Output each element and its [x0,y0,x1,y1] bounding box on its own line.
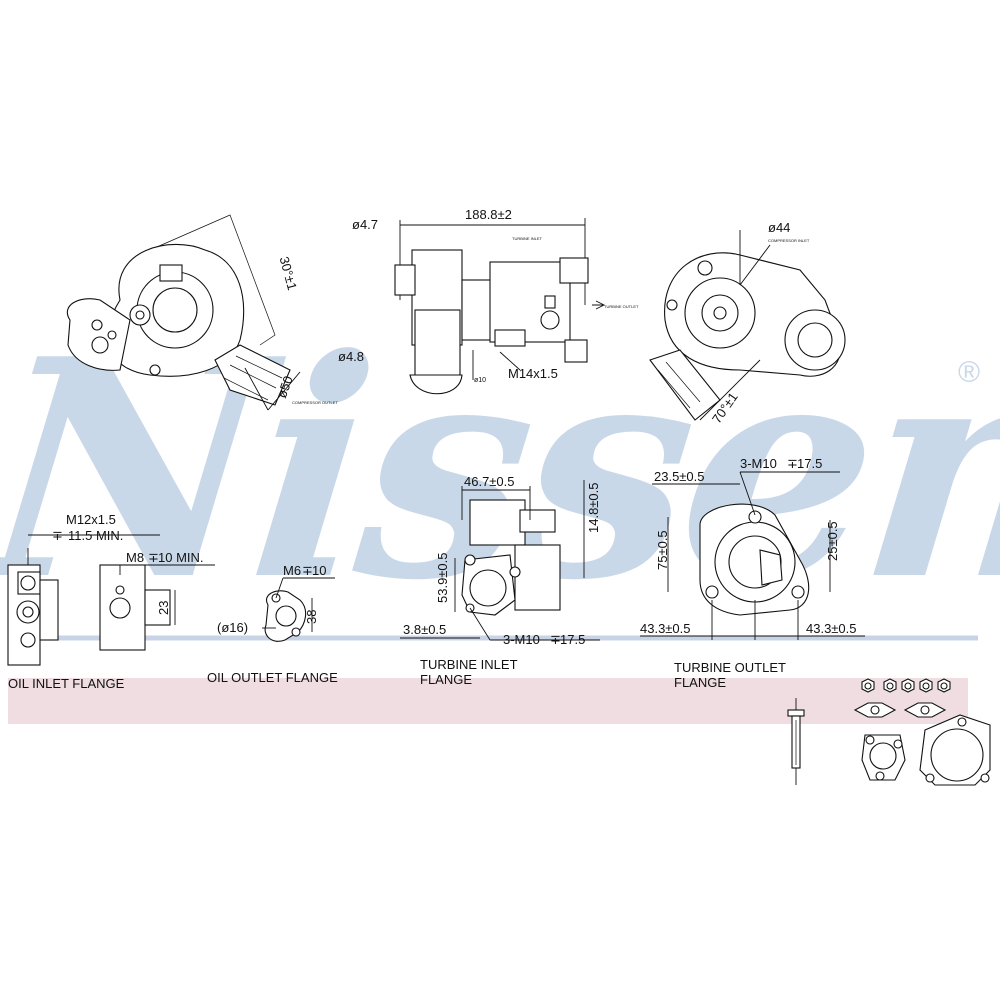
oil-inlet-thread: M12x1.5 [66,512,116,527]
turbine-outlet-dim-top: 23.5±0.5 [654,469,705,484]
oil-outlet-bolt: M6 [283,563,301,578]
right-turbo-view: ø44 COMPRESSOR INLET 70°±1 [649,220,846,426]
oil-flange-gasket-icon [861,734,906,781]
turbine-outlet-title-2: FLANGE [674,675,726,690]
turbine-outlet-bolt-depth: 17.5 [797,456,822,471]
turbine-inlet-dim-height: 14.8±0.5 [586,482,601,533]
turbine-inlet-bolt-depth: 17.5 [560,632,585,647]
oil-inlet-flange-title: OIL INLET FLANGE [8,676,125,691]
turbine-outlet-title-1: TURBINE OUTLET [674,660,786,675]
oil-inlet-bolt-depth: 10 MIN. [158,550,204,565]
turbine-outlet-depth-symbol: ∓ [787,456,798,471]
oil-outlet-flange-title: OIL OUTLET FLANGE [207,670,338,685]
turbine-inlet-dim-width: 46.7±0.5 [464,474,515,489]
turbine-outlet-flange: 23.5±0.5 3-M10 ∓ 17.5 75±0.5 25±0.5 43.3… [640,456,865,690]
registered-mark: ® [958,356,980,389]
nut-icon [861,678,875,693]
oil-inlet-depth: 11.5 MIN. [68,528,123,543]
turbine-inlet-flange: 46.7±0.5 14.8±0.5 53.9±0.5 3.8±0.5 3-M10… [400,474,601,687]
turbine-inlet-title-2: FLANGE [420,672,472,687]
oil-inlet-bolt-depth-symbol: ∓ [148,550,159,565]
dim-hole-bottom: ø4.8 [338,349,364,364]
turbine-inlet-title-1: TURBINE INLET [420,657,518,672]
turbine-outlet-dim-75: 75±0.5 [655,530,670,570]
exhaust-gasket-icon [919,714,991,786]
washer-icon [883,678,951,693]
compressor-outlet-note: COMPRESSOR OUTLET [292,400,338,405]
dim-overall-length: 188.8±2 [465,207,512,222]
dim-angle-left: 30°±1 [277,255,300,292]
dim-small-hole: ø10 [474,377,486,384]
dim-thread: M14x1.5 [508,366,558,381]
turbine-outlet-bolts: 3-M10 [740,456,777,471]
turbine-inlet-depth-symbol: ∓ [550,632,561,647]
turbine-inlet-note: TURBINE INLET [512,236,543,241]
oil-outlet-dim-38: 38 [304,610,319,624]
oil-inlet-bolt: M8 [126,550,144,565]
oil-outlet-dim-dia: (ø16) [217,620,248,635]
turbine-outlet-dim-right: 43.3±0.5 [806,621,857,636]
dim-hole-top: ø4.7 [352,217,378,232]
oil-outlet-flange: M6 ∓ 10 38 (ø16) OIL OUTLET FLANGE [207,563,338,685]
oil-inlet-depth-symbol: ∓ [52,528,63,543]
dim-outlet-diameter: ø50 [274,374,296,400]
oil-inlet-flange: M12x1.5 ∓ 11.5 MIN. M8 ∓ 10 MIN. 23 OIL … [7,512,215,691]
oil-outlet-bolt-depth: 10 [312,563,326,578]
side-turbo-view: 188.8±2 ø4.7 ø4.8 TURBINE INLET TURBINE … [338,207,639,395]
turbine-inlet-bolts: 3-M10 [503,632,540,647]
pink-band [8,678,968,724]
turbine-inlet-dim-left: 53.9±0.5 [435,552,450,603]
turbine-inlet-dim-offset: 3.8±0.5 [403,622,446,637]
gasket-icon [853,702,947,718]
oil-inlet-dim-23: 23 [156,601,171,615]
syringe-icon [787,698,805,785]
dim-inlet-diameter: ø44 [768,220,790,235]
oil-outlet-depth-symbol: ∓ [302,563,313,578]
turbine-outlet-dim-left: 43.3±0.5 [640,621,691,636]
turbine-outlet-note: TURBINE OUTLET [604,304,639,309]
compressor-inlet-note: COMPRESSOR INLET [768,238,810,243]
left-turbo-view: 30°±1 ø50 COMPRESSOR OUTLET [67,214,338,411]
turbine-outlet-dim-25: 25±0.5 [825,521,840,561]
